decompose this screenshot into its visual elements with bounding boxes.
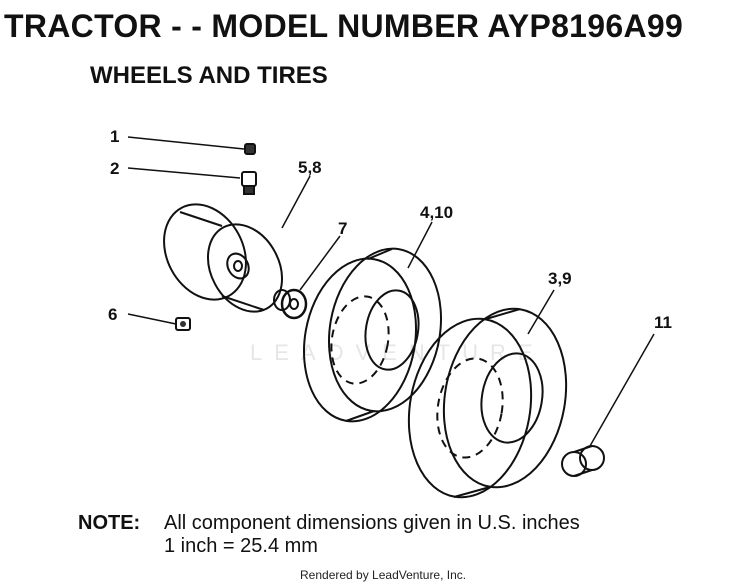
front-tire-part bbox=[302, 221, 443, 423]
callout-3-9: 3,9 bbox=[548, 269, 572, 288]
footer-credit: Rendered by LeadVenture, Inc. bbox=[300, 568, 467, 582]
callout-7: 7 bbox=[338, 219, 347, 238]
valve-cap-part bbox=[127, 136, 256, 155]
note-line-1: NOTE: All component dimensions given in U… bbox=[78, 512, 580, 535]
note-label: NOTE: bbox=[78, 512, 141, 534]
note-text-1: All component dimensions given in U.S. i… bbox=[164, 512, 580, 534]
callout-6: 6 bbox=[108, 305, 117, 324]
valve-stem-part bbox=[127, 167, 257, 195]
callout-1: 1 bbox=[110, 127, 119, 146]
dimensions-note: NOTE: All component dimensions given in U… bbox=[78, 512, 580, 558]
callout-4-10: 4,10 bbox=[420, 203, 453, 222]
callout-2: 2 bbox=[110, 159, 119, 178]
hub-cap-part bbox=[561, 333, 655, 477]
page-title: TRACTOR - - MODEL NUMBER AYP8196A99 bbox=[4, 8, 684, 44]
rear-tire-part bbox=[407, 289, 568, 499]
wheel-rim-part bbox=[163, 175, 311, 313]
section-subtitle: WHEELS AND TIRES bbox=[90, 62, 328, 89]
note-text-2: 1 inch = 25.4 mm bbox=[164, 535, 318, 557]
fitting-part bbox=[127, 313, 191, 331]
callout-5-8: 5,8 bbox=[298, 158, 322, 177]
callout-11: 11 bbox=[654, 313, 672, 332]
bushing-part bbox=[273, 235, 341, 320]
